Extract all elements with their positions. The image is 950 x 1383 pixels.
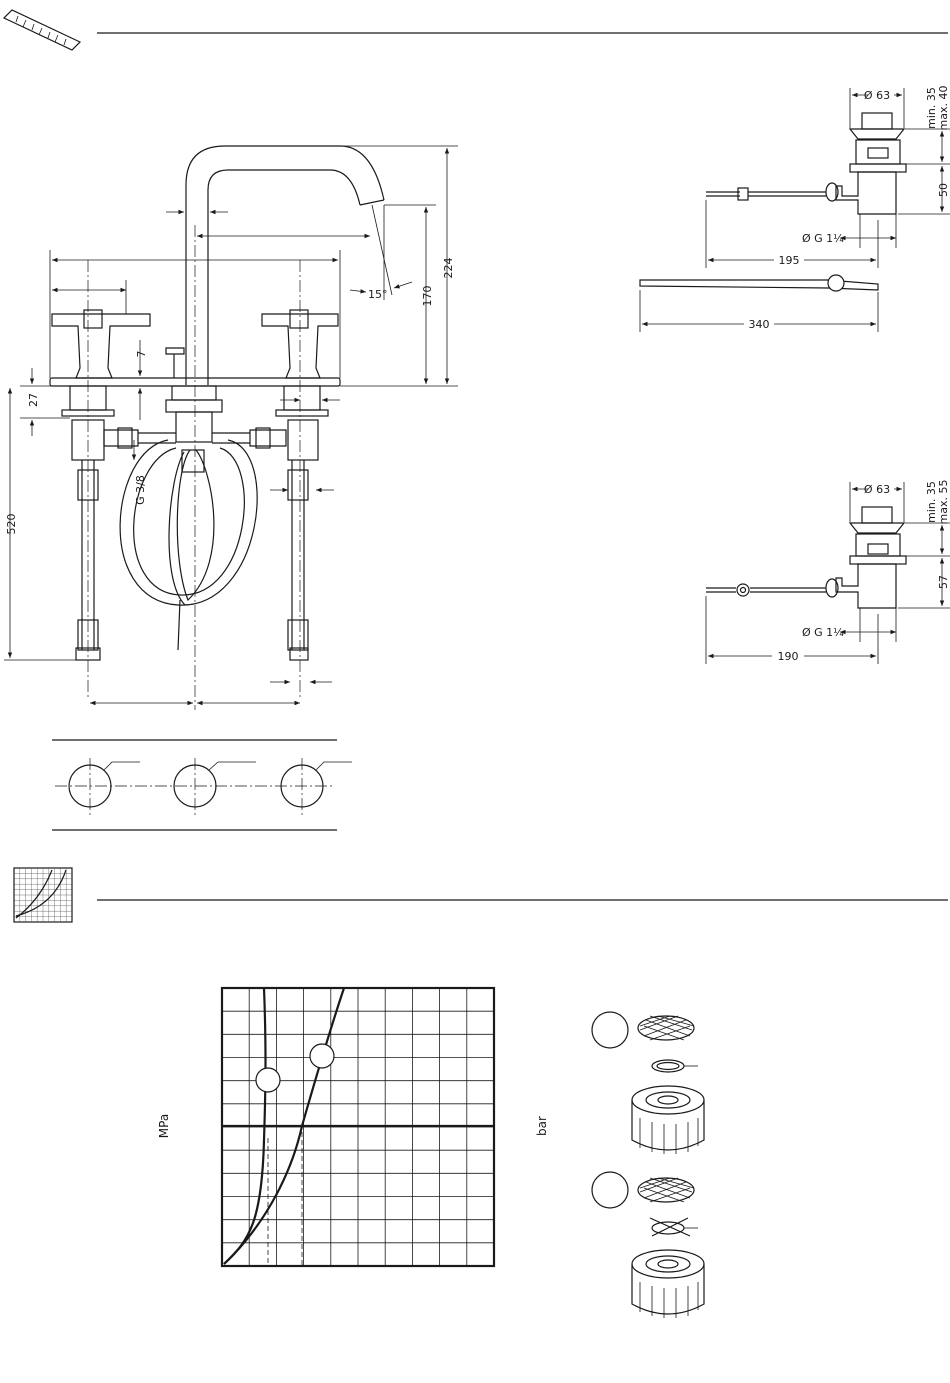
ruler-icon	[4, 10, 80, 50]
flow-chart: MPa bar	[157, 988, 549, 1266]
drain-bottom-diameter: Ø 63	[864, 483, 890, 496]
dim-15-deg: 15°	[368, 288, 388, 301]
drain-bottom-labels: Ø 63 min. 35 max. 55 57 Ø G 1¼ 190	[772, 480, 950, 663]
drain-bottom-rod-length: 190	[778, 650, 799, 663]
drain-top-labels: Ø 63 min. 35 max. 40 50 Ø G 1¼ 195 340	[744, 86, 950, 331]
dim-7: 7	[135, 351, 148, 358]
drain-bottom-thread: Ø G 1¼	[802, 626, 844, 639]
aerator-assembly-1	[592, 1012, 704, 1154]
chart-ylabel-right: bar	[535, 1116, 549, 1136]
drain-lift-rod-length: 340	[749, 318, 770, 331]
chart-marker-1	[256, 1068, 280, 1092]
faucet-dimension-labels: 224 170 15° 7 27 520 G 3/8	[5, 258, 455, 535]
hole-pattern	[52, 740, 352, 830]
drain-bottom-max: max. 55	[937, 480, 950, 525]
dim-170: 170	[421, 286, 434, 307]
aerator-assembly-2	[592, 1172, 704, 1318]
dim-27: 27	[27, 393, 40, 407]
dim-224: 224	[442, 258, 455, 279]
chart-marker-2	[310, 1044, 334, 1068]
drain-top-rod-length: 195	[779, 254, 800, 267]
faucet-drawing	[50, 146, 384, 710]
drain-top-thread: Ø G 1¼	[802, 232, 844, 245]
drain-top	[640, 88, 950, 332]
dim-520: 520	[5, 514, 18, 535]
flow-chart-icon	[14, 868, 72, 922]
drain-bottom-height: 57	[937, 575, 950, 589]
drain-top-max: max. 40	[937, 86, 950, 131]
drain-top-height: 50	[937, 183, 950, 197]
drain-top-diameter: Ø 63	[864, 89, 890, 102]
dim-g38: G 3/8	[134, 475, 147, 505]
chart-ylabel-left: MPa	[157, 1114, 171, 1138]
